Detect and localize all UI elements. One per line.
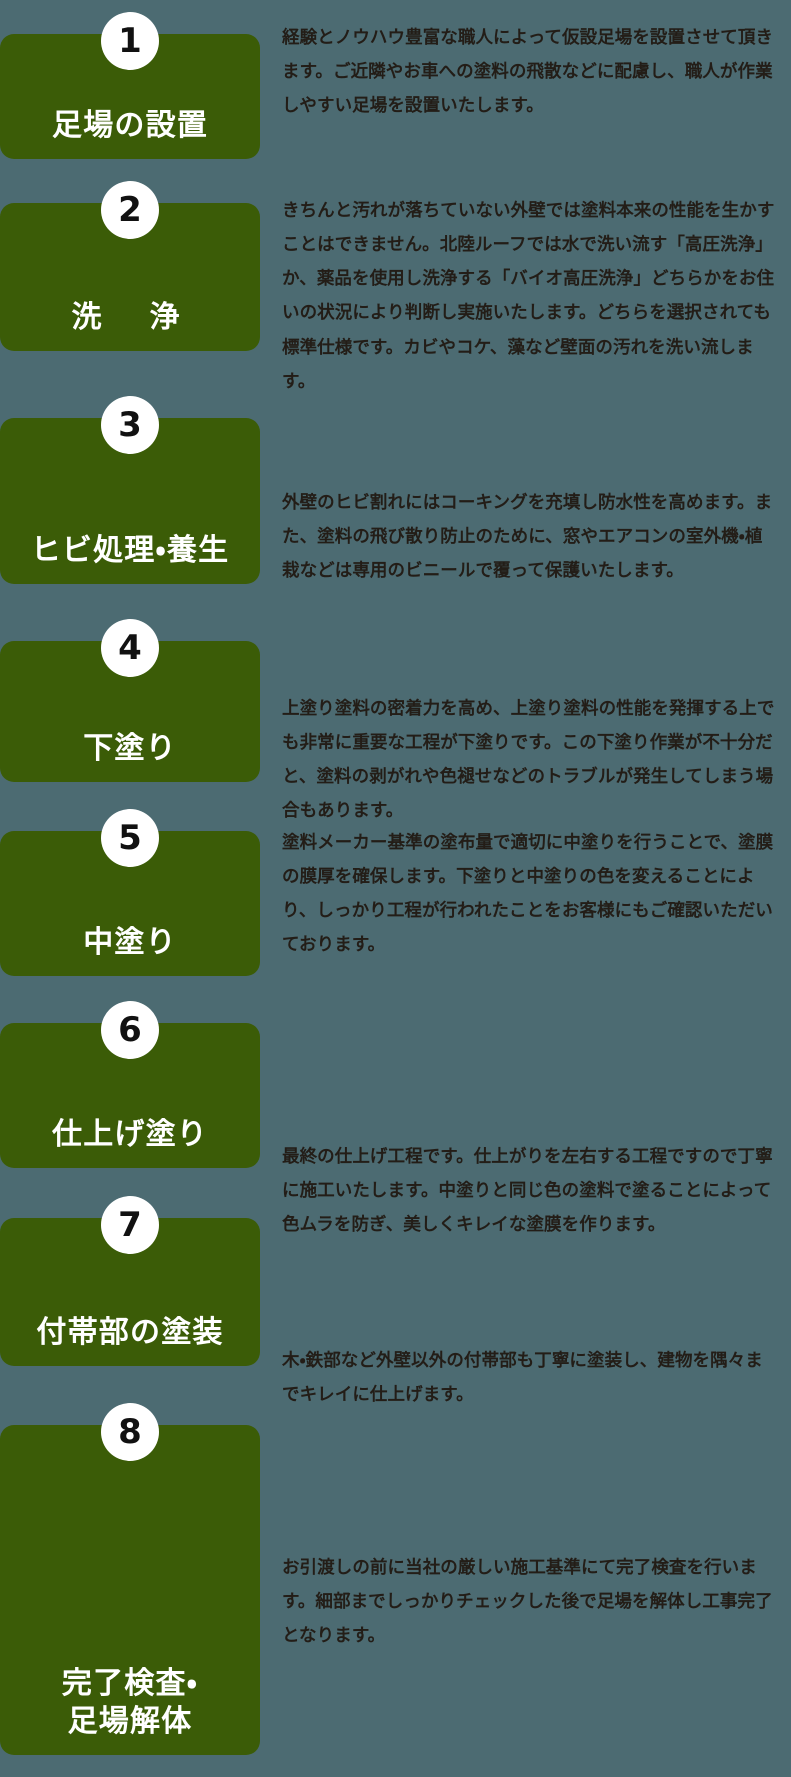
step-description-7: 木・鉄部など外壁以外の付帯部も丁寧に塗装し、建物を隅々までキレイに仕上げます。: [282, 1350, 763, 1405]
step-title-7: 付帯部の塗装: [36, 1316, 224, 1350]
step-title-4: 下塗り: [83, 732, 177, 766]
step-card-8: 完了検査・ 足場解体: [0, 1425, 260, 1755]
step-title-6: 仕上げ塗り: [52, 1118, 208, 1152]
step-description-5: 塗料メーカー基準の塗布量で適切に中塗りを行うことで、塗膜の膜厚を確保します。下塗…: [282, 832, 774, 955]
step-number-badge-4: 4: [101, 619, 159, 677]
step-description-2: きちんと汚れが落ちていない外壁では塗料本来の性能を生かすことはできません。北陸ル…: [282, 200, 775, 391]
step-title-1: 足場の設置: [52, 109, 208, 143]
step-number-badge-2: 2: [101, 181, 159, 239]
step-number-badge-3: 3: [101, 396, 159, 454]
step-number-badge-1: 1: [101, 12, 159, 70]
step-description-3: 外壁のヒビ割れにはコーキングを充填し防水性を高めます。また、塗料の飛び散り防止の…: [282, 492, 773, 581]
step-number-badge-6: 6: [101, 1001, 159, 1059]
step-number-badge-5: 5: [101, 809, 159, 867]
step-description-6: 最終の仕上げ工程です。仕上がりを左右する工程ですので丁寧に施工いたします。中塗り…: [282, 1146, 773, 1235]
step-title-2: 洗 浄: [71, 301, 189, 335]
step-title-5: 中塗り: [83, 926, 177, 960]
step-title-8: 完了検査・ 足場解体: [61, 1667, 199, 1739]
step-description-4: 上塗り塗料の密着力を高め、上塗り塗料の性能を発揮する上でも非常に重要な工程が下塗…: [282, 698, 775, 821]
step-description-1: 経験とノウハウ豊富な職人によって仮設足場を設置させて頂きます。ご近隣やお車への塗…: [282, 27, 774, 116]
step-number-badge-7: 7: [101, 1196, 159, 1254]
step-number-badge-8: 8: [101, 1403, 159, 1461]
step-title-3: ヒビ処理・養生: [30, 534, 230, 568]
step-card-3: ヒビ処理・養生: [0, 418, 260, 584]
step-description-8: お引渡しの前に当社の厳しい施工基準にて完了検査を行います。細部までしっかりチェッ…: [282, 1557, 773, 1646]
